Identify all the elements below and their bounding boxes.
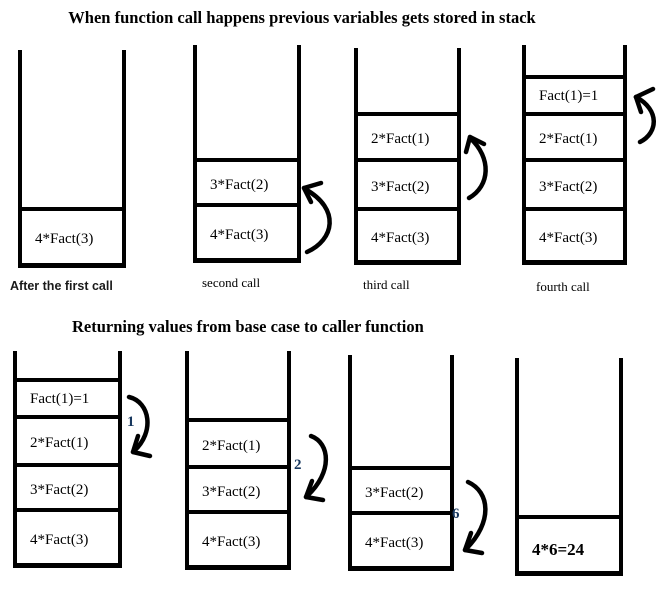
stack-third-call: 2*Fact(1) 3*Fact(2) 4*Fact(3) xyxy=(354,48,461,265)
stack-fourth-call: Fact(1)=1 2*Fact(1) 3*Fact(2) 4*Fact(3) xyxy=(522,45,627,265)
stack-cell: 4*6=24 xyxy=(519,515,619,571)
stack-cell: 4*Fact(3) xyxy=(197,203,297,258)
stack-cell-label: 3*Fact(2) xyxy=(365,484,424,501)
stack-cell-label: 4*Fact(3) xyxy=(365,534,424,551)
stack-return-2: 2*Fact(1) 3*Fact(2) 4*Fact(3) xyxy=(185,351,291,570)
caption-fourth-call: fourth call xyxy=(536,279,590,294)
stack-cell: 3*Fact(2) xyxy=(197,158,297,203)
push-arrow-fourth-call xyxy=(633,86,656,145)
stack-cell-label: 4*Fact(3) xyxy=(30,531,89,548)
stack-cell: 2*Fact(1) xyxy=(358,112,457,158)
stack-final-result: 4*6=24 xyxy=(515,358,623,576)
stack-cell: 3*Fact(2) xyxy=(526,158,623,207)
stack-cell-label: Fact(1)=1 xyxy=(539,88,599,104)
stack-cell-label: 2*Fact(1) xyxy=(371,131,430,147)
stack-cell-label: 4*Fact(3) xyxy=(202,533,261,550)
stack-cell: 2*Fact(1) xyxy=(189,418,287,465)
stack-cell-label: 2*Fact(1) xyxy=(30,435,89,451)
return-arrow-2 xyxy=(303,433,329,503)
stack-cell: Fact(1)=1 xyxy=(526,75,623,112)
stack-cell: Fact(1)=1 xyxy=(17,378,118,415)
stack-cell-label: 3*Fact(2) xyxy=(371,178,430,195)
caption-after-first-call: After the first call xyxy=(10,279,113,293)
stack-cell-label: 3*Fact(2) xyxy=(210,176,269,193)
stack-cell: 4*Fact(3) xyxy=(352,511,450,566)
stack-cell: 2*Fact(1) xyxy=(526,112,623,158)
stack-return-6: 3*Fact(2) 4*Fact(3) xyxy=(348,355,454,571)
stack-cell-label: Fact(1)=1 xyxy=(30,391,90,407)
stack-cell-label: 4*Fact(3) xyxy=(210,226,269,243)
return-arrow-6 xyxy=(462,479,488,556)
stack-cell: 4*Fact(3) xyxy=(22,207,122,263)
stack-cell-label: 3*Fact(2) xyxy=(30,481,89,498)
stack-cell-label: 4*Fact(3) xyxy=(371,229,430,246)
stack-second-call: 3*Fact(2) 4*Fact(3) xyxy=(193,45,301,263)
stack-cell-label: 4*Fact(3) xyxy=(539,229,598,246)
caption-second-call: second call xyxy=(202,275,261,290)
stack-return-1: Fact(1)=1 2*Fact(1) 3*Fact(2) 4*Fact(3) xyxy=(13,351,122,568)
stack-cell: 2*Fact(1) xyxy=(17,415,118,463)
return-value-label-1: 1 xyxy=(127,414,135,430)
stack-cell-label: 4*6=24 xyxy=(532,540,585,559)
stack-first-call: 4*Fact(3) xyxy=(18,50,126,268)
stack-cell-label: 3*Fact(2) xyxy=(202,483,261,500)
section1-title: When function call happens previous vari… xyxy=(68,8,536,27)
stack-cell-label: 4*Fact(3) xyxy=(35,231,94,247)
return-value-label-2: 2 xyxy=(294,457,302,473)
stack-cell: 3*Fact(2) xyxy=(17,463,118,508)
stack-cell-label: 2*Fact(1) xyxy=(202,437,261,454)
stack-cell: 4*Fact(3) xyxy=(526,207,623,260)
stack-cell: 3*Fact(2) xyxy=(358,158,457,207)
push-arrow-second-call xyxy=(301,180,332,255)
caption-third-call: third call xyxy=(363,277,410,292)
push-arrow-third-call xyxy=(463,134,488,201)
stack-cell-label: 3*Fact(2) xyxy=(539,178,598,195)
section2-title: Returning values from base case to calle… xyxy=(72,317,424,336)
stack-cell-label: 2*Fact(1) xyxy=(539,131,598,147)
stack-cell: 3*Fact(2) xyxy=(352,466,450,511)
return-value-label-6: 6 xyxy=(452,506,460,522)
stack-cell: 4*Fact(3) xyxy=(17,508,118,563)
stack-cell: 4*Fact(3) xyxy=(358,207,457,260)
stack-cell: 3*Fact(2) xyxy=(189,465,287,510)
stack-cell: 4*Fact(3) xyxy=(189,510,287,565)
